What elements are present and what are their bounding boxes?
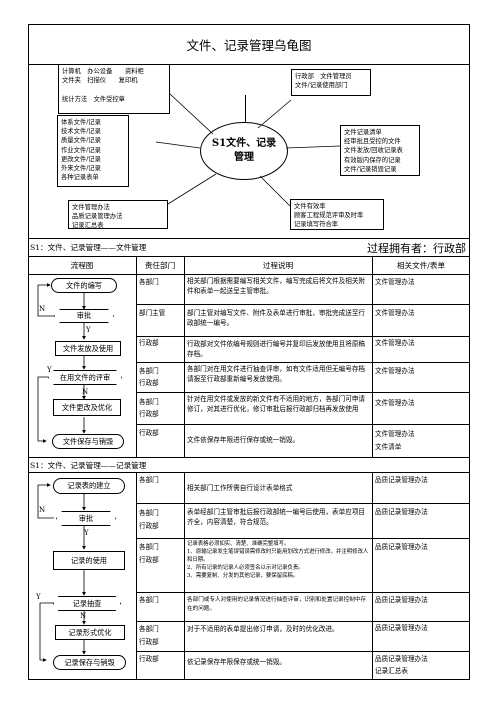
header-description: 过程说明 (262, 261, 294, 270)
row-description: 各部门对在用文件进行抽查评审，如有文件适用但无编号存档请报至行政部重新编号发放使… (187, 365, 366, 383)
process-hub: S1文件、记录 管理 (200, 122, 288, 180)
flow-step-create-record: 记录表的建立 (53, 478, 125, 494)
row-document: 文件管理办法 (375, 399, 415, 407)
row-description: 相关部门工作所需自行设计表单格式 (187, 484, 293, 492)
flow-label-n: N (80, 612, 87, 620)
row-dept: 各部门 (139, 476, 159, 484)
header-documents: 相关文件/表单 (396, 261, 446, 270)
flow-step-approve: 审批 (56, 511, 116, 526)
row-dept: 各部门 行政部 (139, 625, 159, 646)
flow-label-y: Y (84, 529, 89, 537)
flow-step-archive: 文件保存与销毁 (52, 434, 124, 449)
flow-step-use-record: 记录的使用 (53, 551, 125, 570)
row-document: 品质记录管理办法 (375, 476, 428, 484)
row-description: 文件依保存年限进行保存或统一销毁。 (187, 436, 300, 444)
page-title: 文件、记录管理乌龟图 (28, 24, 470, 65)
row-dept: 各部门 行政部 (139, 509, 159, 530)
indicator-box: 文件有效率 顾客工程规范评审及时率 记录填写符合率 (290, 199, 384, 230)
row-description: 相关部门根据需要编写相关文件，编写完成后将文件及相关附件和表单一起送呈主管审批。 (187, 277, 366, 295)
row-description: 表单经部门主管审批后报行政部统一编号后使用，表单应项目齐全，内容清楚，符合规范。 (187, 508, 366, 526)
row-document: 品质记录管理办法 (375, 624, 428, 632)
row-document: 文件管理办法 文件清单 (375, 430, 415, 451)
section1-title: S1：文件、记录管理——文件管理 (30, 243, 147, 252)
row-description: 依记录保存年限保存或统一销毁。 (187, 658, 286, 666)
row-dept: 各部门 行政部 (139, 543, 159, 564)
row-description: 行政部对文件依编号规则进行编号并复印后发放使用且将原稿存档。 (187, 340, 366, 358)
header-flowchart: 流程图 (70, 261, 94, 270)
row-dept: 部门主管 (139, 309, 166, 317)
flow-step-review: 在用文件的评审 (48, 370, 122, 385)
flow-step-optimize: 记录形式优化 (55, 625, 125, 640)
turtle-connectors (155, 93, 341, 207)
row-document: 文件管理办法 (375, 278, 415, 286)
row-dept: 行政部 (139, 429, 159, 437)
row-dept: 行政部 (139, 655, 159, 663)
resource-box: 计算机 办公设备 资料柜 文件夹 扫描仪 复印机 统计方法 文件受控章 (58, 64, 170, 114)
row-document: 品质记录管理办法 (375, 543, 428, 551)
connector (245, 95, 246, 123)
header-dept: 责任部门 (144, 261, 176, 270)
flow-label-n: N (39, 305, 46, 313)
row-document: 品质记录管理办法 (375, 508, 428, 516)
row-dept: 行政部 (139, 339, 159, 347)
process-owner: 过程拥有者：行政部 (367, 242, 466, 255)
flow-step-approve: 审批 (54, 309, 114, 323)
document-frame (28, 24, 470, 680)
row-document: 文件管理办法 (375, 339, 415, 347)
flow-step-revise: 文件更改及优化 (53, 399, 121, 416)
row-document: 品质记录管理办法 记录汇总表 (375, 655, 428, 675)
section2-flow-lines (37, 483, 86, 662)
flow-step-audit: 记录抽查 (53, 596, 121, 611)
flow-step-write: 文件的编写 (51, 278, 117, 293)
method-box: 文件管理办法 品质记录管理办法 记录汇总表 (68, 200, 168, 229)
row-dept: 各部门 (139, 278, 159, 286)
personnel-box: 行政部 文件管理员 文件/记录使用部门 (291, 69, 371, 96)
row-description: 对于不适用的表单提出修订申请，及时的优化改进。 (187, 625, 339, 633)
section2-title: S1：文件、记录管理——记录管理 (30, 460, 147, 470)
flow-step-archive: 记录保存与销毁 (53, 655, 126, 670)
row-description: 记录表格必须如实、清楚、准确完整填写。 1、原输记录发生笔误错误需修改时只能用划… (187, 541, 369, 579)
row-dept: 各部门 行政部 (139, 398, 159, 418)
output-box: 文件记录清单 经审批且受控的文件 文件发放/回收记录表 有效版内保存的记录 文件… (340, 125, 420, 176)
row-dept: 各部门 (139, 596, 159, 604)
row-description: 针对在用文件或发放的新文件有不适用的地方，各部门可申请修订，对其进行优化，修订审… (187, 395, 366, 413)
section1-flow-lines (37, 283, 86, 443)
row-document: 文件管理办法 (375, 309, 415, 317)
flow-label-y: Y (86, 326, 91, 334)
flow-step-issue: 文件发放及使用 (55, 341, 121, 356)
input-box: 体系文件/记录 技术文件/记录 质量文件/记录 作业文件/记录 更改文件/记录 … (57, 115, 129, 187)
flow-label-y: Y (47, 366, 52, 374)
row-document: 文件管理办法 (375, 367, 415, 375)
row-description: 各部门或专人对使用的记录情况进行抽查评审，识别和处置记录控制中存在的问题。 (187, 597, 367, 612)
flow-label-y: Y (36, 593, 41, 601)
row-description: 部门主管对编写文件、附件及表单进行审批，审批完成送至行政部统一编号。 (187, 309, 366, 327)
row-document: 品质记录管理办法 (375, 596, 428, 604)
flow-label-n: N (82, 388, 89, 396)
row-dept: 各部门 行政部 (139, 367, 159, 387)
flow-label-n: N (39, 506, 46, 514)
